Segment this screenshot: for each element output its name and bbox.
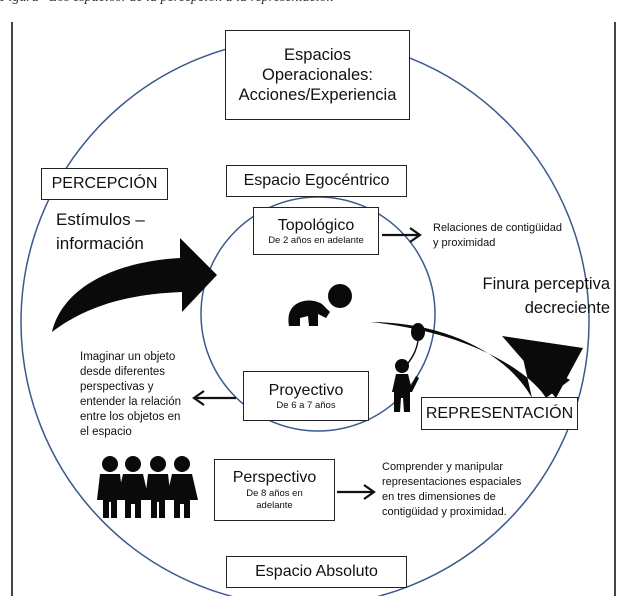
inner-space-circle [200, 196, 436, 432]
perception-label: PERCEPCIÓN [51, 175, 158, 192]
perception-box: PERCEPCIÓN [41, 168, 168, 200]
child-with-balloon-icon [392, 323, 425, 412]
frame-right [614, 22, 616, 596]
egocentric-space-box: Espacio Egocéntrico [226, 165, 407, 197]
perspective-description: Comprender y manipular representaciones … [382, 461, 522, 518]
perspective-title: Perspectivo [232, 469, 317, 486]
finesse-text: Finura perceptiva decreciente [482, 275, 610, 317]
representation-box: REPRESENTACIÓN [421, 397, 578, 430]
representation-label: REPRESENTACIÓN [425, 404, 574, 422]
figure-caption: Figura · Los espacios: de la percepción … [0, 0, 629, 8]
stimuli-text: Estímulos – información [56, 210, 145, 253]
absolute-space-label: Espacio Absoluto [255, 563, 378, 580]
projective-arrow [192, 390, 236, 406]
topological-age: De 2 años en adelante [268, 234, 364, 246]
family-group-icon [97, 456, 198, 518]
representation-arrow-head [502, 336, 583, 398]
perception-arrow [52, 238, 217, 332]
topological-description: Relaciones de contigüidad y proximidad [433, 222, 563, 249]
perspective-arrow [337, 484, 376, 500]
topological-box: Topológico De 2 años en adelante [253, 207, 379, 255]
frame-left [11, 22, 13, 596]
perspective-box: Perspectivo De 8 años en adelante [214, 459, 335, 521]
projective-box: Proyectivo De 6 a 7 años [243, 371, 369, 421]
projective-description: Imaginar un objeto desde diferentes pers… [80, 351, 182, 438]
absolute-space-box: Espacio Absoluto [226, 556, 407, 588]
projective-title: Proyectivo [268, 381, 344, 399]
crawling-baby-icon [288, 284, 352, 326]
topological-arrow [382, 227, 422, 243]
perspective-age: De 8 años en adelante [246, 488, 303, 511]
egocentric-space-label: Espacio Egocéntrico [243, 172, 390, 189]
operational-space-box: Espacios Operacionales: Acciones/Experie… [225, 30, 410, 120]
topological-title: Topológico [277, 216, 355, 234]
projective-age: De 6 a 7 años [276, 399, 336, 411]
operational-space-label: Espacios Operacionales: Acciones/Experie… [238, 46, 397, 104]
representation-arrow [370, 322, 570, 398]
